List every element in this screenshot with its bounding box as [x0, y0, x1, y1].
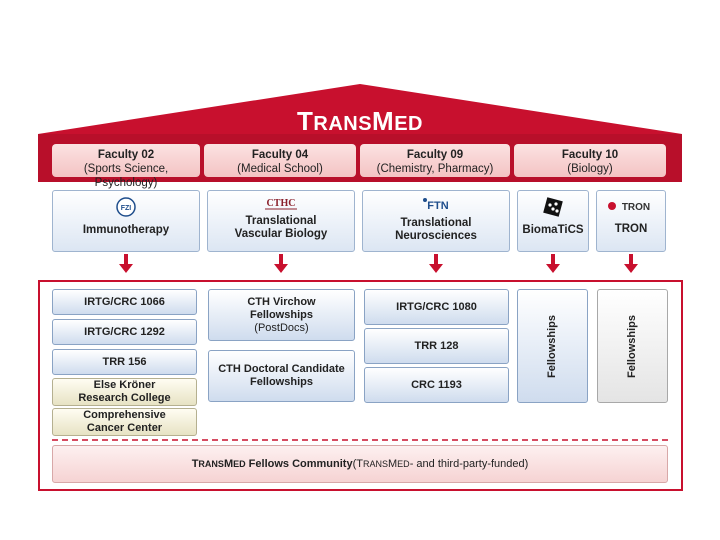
arrow-shaft	[124, 254, 128, 264]
faculty-name: Faculty 09	[406, 149, 464, 161]
fellowships-label: Fellowships	[626, 314, 638, 378]
faculty-09: Faculty 09 (Chemistry, Pharmacy)	[360, 144, 510, 177]
page-title: TRANSMED	[296, 106, 424, 136]
faculty-sub: (Biology)	[567, 163, 613, 175]
fellowships-label: Fellowships	[546, 314, 558, 378]
program-line: CTH Doctoral Candidate	[218, 363, 345, 375]
down-arrow-icon	[119, 264, 133, 273]
unit-label-2: Neurosciences	[395, 230, 477, 242]
program-line: Fellowships	[250, 308, 313, 321]
faculty-10: Faculty 10 (Biology)	[514, 144, 666, 177]
community-note: (TRANSMED- and third-party-funded)	[352, 458, 529, 470]
program-crc-1193: CRC 1193	[364, 367, 509, 403]
faculty-name: Faculty 02	[97, 149, 155, 161]
program-line: Else Kröner	[93, 379, 156, 391]
program-irtg-crc-1066: IRTG/CRC 1066	[52, 289, 197, 315]
program-line: Comprehensive	[83, 409, 166, 421]
program-line: CTH Virchow	[247, 295, 316, 308]
program-line: Cancer Center	[86, 422, 163, 434]
ftn-logo-icon: FTN	[423, 198, 449, 212]
arrow-shaft	[434, 254, 438, 264]
unit-immunotherapy: FZI Immunotherapy	[52, 190, 200, 252]
community-title: TRANSMED Fellows Community	[191, 458, 353, 470]
unit-biomatics: BiomaTiCS	[517, 190, 589, 252]
faculty-sub: (Medical School)	[237, 163, 323, 175]
program-irtg-crc-1080: IRTG/CRC 1080	[364, 289, 509, 325]
down-arrow-icon	[274, 264, 288, 273]
cthc-logo-icon: CTHC	[265, 198, 297, 210]
unit-label-1: Translational	[400, 217, 472, 229]
program-line: Research College	[78, 392, 171, 404]
unit-label: Immunotherapy	[82, 224, 170, 236]
svg-text:FTN: FTN	[427, 200, 448, 212]
fzi-logo-icon: FZI	[116, 197, 136, 217]
faculty-02: Faculty 02 (Sports Science, Psychology)	[52, 144, 200, 189]
biomatics-logo-icon	[543, 197, 563, 217]
tron-logo-icon: TRON	[608, 202, 650, 213]
faculty-name: Faculty 04	[251, 149, 309, 161]
unit-label-1: Translational	[245, 215, 317, 227]
unit-label: TRON	[614, 223, 648, 235]
program-cth-doctoral: CTH Doctoral Candidate Fellowships	[208, 350, 355, 402]
unit-label: BiomaTiCS	[522, 224, 584, 236]
unit-tron: TRON TRON	[596, 190, 666, 252]
program-irtg-crc-1292: IRTG/CRC 1292	[52, 319, 197, 345]
program-comprehensive-cancer-center: Comprehensive Cancer Center	[52, 408, 197, 436]
unit-neurosciences: FTN Translational Neurosciences	[362, 190, 510, 252]
program-else-kroner: Else Kröner Research College	[52, 378, 197, 406]
arrow-shaft	[279, 254, 283, 264]
svg-text:FZI: FZI	[121, 205, 132, 212]
down-arrow-icon	[546, 264, 560, 273]
program-line: (PostDocs)	[254, 321, 309, 334]
fellows-community: TRANSMED Fellows Community (TRANSMED- an…	[52, 445, 668, 483]
program-tron-fellowships: Fellowships	[597, 289, 668, 403]
down-arrow-icon	[429, 264, 443, 273]
program-cth-virchow: CTH Virchow Fellowships (PostDocs)	[208, 289, 355, 341]
faculty-sub: (Sports Science, Psychology)	[83, 163, 169, 189]
arrow-shaft	[551, 254, 555, 264]
faculty-04: Faculty 04 (Medical School)	[204, 144, 356, 177]
unit-vascular-biology: CTHC Translational Vascular Biology	[207, 190, 355, 252]
arrow-shaft	[629, 254, 633, 264]
svg-text:TRON: TRON	[622, 202, 650, 213]
program-line: Fellowships	[250, 376, 313, 388]
faculty-name: Faculty 10	[561, 149, 619, 161]
program-trr-128: TRR 128	[364, 328, 509, 364]
program-trr-156: TRR 156	[52, 349, 197, 375]
faculty-sub: (Chemistry, Pharmacy)	[376, 163, 494, 175]
program-biomatics-fellowships: Fellowships	[517, 289, 588, 403]
down-arrow-icon	[624, 264, 638, 273]
svg-text:CTHC: CTHC	[267, 198, 296, 209]
unit-label-2: Vascular Biology	[234, 228, 328, 240]
